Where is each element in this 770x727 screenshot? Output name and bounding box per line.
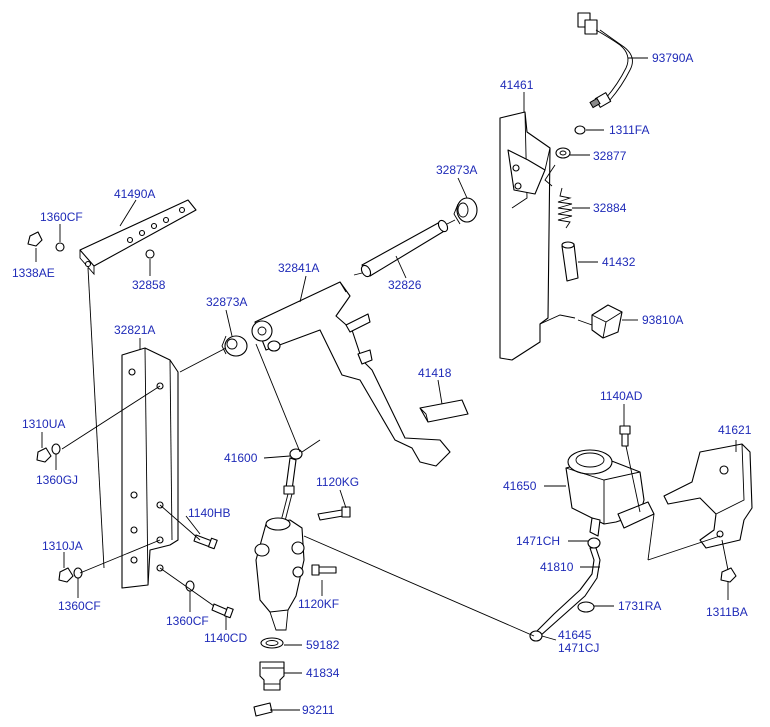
top-bracket-41490a-drawing: [79, 199, 197, 276]
part-label-32873a-top[interactable]: 32873A: [436, 163, 477, 177]
part-label-1140hb[interactable]: 1140HB: [188, 506, 230, 520]
reservoir-bolt-drawing: [619, 425, 631, 447]
part-label-59182[interactable]: 59182: [306, 638, 340, 652]
side-plate-32821a-drawing: [121, 347, 179, 589]
clutch-pedal-arm-drawing: [251, 281, 469, 467]
part-label-1360cf-top[interactable]: 1360CF: [40, 210, 83, 224]
lower-fittings-drawing: [253, 637, 285, 717]
part-label-41834[interactable]: 41834: [306, 666, 340, 680]
part-label-41650[interactable]: 41650: [503, 479, 537, 493]
part-label-1360cf-bot[interactable]: 1360CF: [166, 614, 209, 628]
pedal-shaft-drawing: [353, 219, 456, 278]
part-label-1311ba[interactable]: 1311BA: [706, 605, 748, 619]
reservoir-bracket-drawing: [663, 443, 753, 549]
part-labels: 93790A 41461 1311FA 32877 32873A 32884 4…: [12, 51, 752, 717]
part-label-41645[interactable]: 41645: [558, 628, 592, 642]
bolts-drawing: [193, 534, 234, 619]
stopper-41432-drawing: [561, 241, 579, 282]
return-spring-drawing: [557, 187, 573, 229]
part-label-41490a[interactable]: 41490A: [114, 187, 155, 201]
part-label-32858[interactable]: 32858: [132, 278, 166, 292]
part-label-1471cj[interactable]: 1471CJ: [558, 641, 599, 655]
cylinder-bolts-drawing: [311, 506, 351, 576]
top-fasteners-drawing: [27, 231, 155, 259]
part-label-1310ja[interactable]: 1310JA: [42, 539, 83, 553]
part-label-32873a-mid[interactable]: 32873A: [206, 295, 247, 309]
bushing-32873a-mid-drawing: [221, 335, 248, 357]
part-label-1140ad[interactable]: 1140AD: [600, 389, 643, 403]
part-label-32821a[interactable]: 32821A: [114, 323, 155, 337]
part-label-1310ua[interactable]: 1310UA: [22, 417, 65, 431]
part-label-41418[interactable]: 41418: [418, 366, 452, 380]
part-label-41432[interactable]: 41432: [602, 255, 636, 269]
part-label-32884[interactable]: 32884: [593, 201, 627, 215]
master-cylinder-drawing: [254, 517, 305, 631]
leader-lines: [35, 57, 737, 711]
part-label-1140cd[interactable]: 1140CD: [204, 631, 247, 645]
part-label-1471ch[interactable]: 1471CH: [516, 534, 560, 548]
part-label-1338ae[interactable]: 1338AE: [12, 266, 55, 280]
part-label-41461[interactable]: 41461: [500, 78, 534, 92]
pedal-switch-drawing: [577, 304, 623, 339]
bushing-32873a-top-drawing: [453, 197, 478, 225]
part-label-41810[interactable]: 41810: [540, 560, 574, 574]
part-label-32877[interactable]: 32877: [593, 149, 627, 163]
part-label-41621[interactable]: 41621: [718, 423, 752, 437]
push-rod-drawing: [279, 448, 303, 526]
mounting-bracket-41461-drawing: [499, 111, 576, 361]
part-label-1120kf[interactable]: 1120KF: [298, 597, 339, 611]
part-label-1360gj[interactable]: 1360GJ: [36, 473, 78, 487]
part-label-1120kg[interactable]: 1120KG: [316, 475, 359, 489]
part-label-93790a[interactable]: 93790A: [652, 51, 693, 65]
part-label-32841a[interactable]: 32841A: [278, 261, 319, 275]
part-label-1360cf-low[interactable]: 1360CF: [58, 599, 101, 613]
part-label-1731ra[interactable]: 1731RA: [618, 599, 661, 613]
part-label-41600[interactable]: 41600: [224, 451, 258, 465]
part-label-93211[interactable]: 93211: [302, 703, 335, 717]
switch-harness-drawing: [577, 12, 633, 109]
parts-drawing: [27, 12, 753, 717]
fluid-reservoir-drawing: [565, 449, 655, 537]
clip-and-bushing-drawing: [544, 125, 586, 187]
reservoir-hose-drawing: [529, 537, 601, 642]
part-label-1311fa[interactable]: 1311FA: [609, 123, 649, 137]
part-label-93810a[interactable]: 93810A: [642, 313, 683, 327]
lower-left-fasteners-drawing: [36, 443, 195, 592]
part-label-32826[interactable]: 32826: [388, 278, 422, 292]
bracket-nut-drawing: [720, 567, 737, 583]
